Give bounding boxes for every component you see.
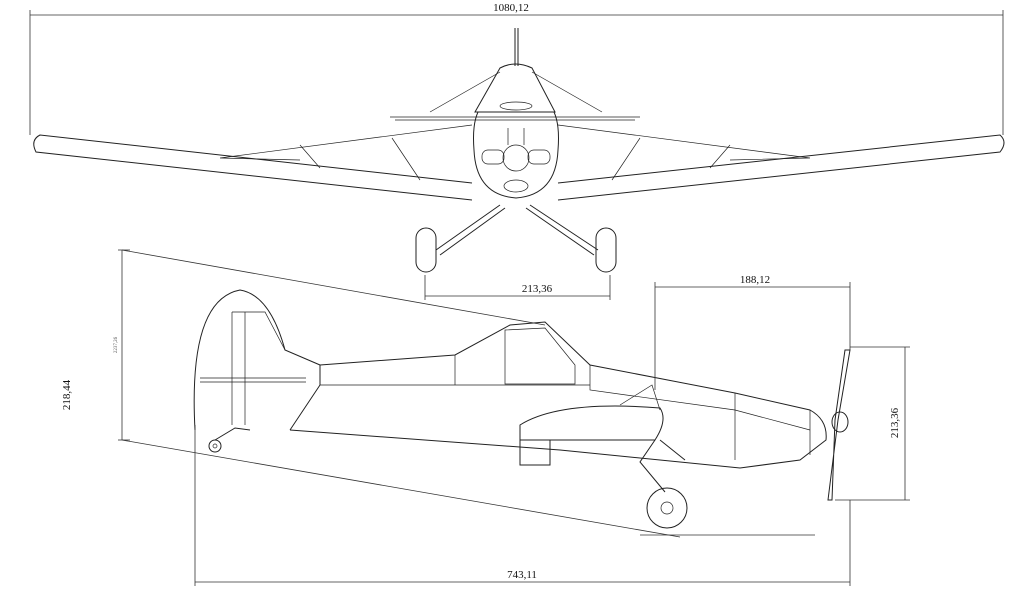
front-view	[33, 28, 1005, 273]
prop-label: 213,36	[889, 407, 901, 438]
wingspan-dimension	[29, 10, 1004, 135]
prop-dimension	[835, 346, 910, 501]
nose-wheel-label: 188,12	[740, 274, 770, 286]
height-dimension	[118, 249, 130, 441]
track-dimension	[424, 275, 611, 300]
length-dimension	[194, 425, 851, 586]
length-label: 743,11	[507, 569, 537, 581]
nose-wheel-dimension	[654, 282, 851, 390]
small-height-label: 2237,26	[114, 336, 119, 353]
height-label: 218,44	[61, 379, 73, 410]
wingspan-label: 1080,12	[493, 2, 529, 14]
side-view	[121, 249, 851, 538]
track-label: 213,36	[522, 283, 553, 295]
